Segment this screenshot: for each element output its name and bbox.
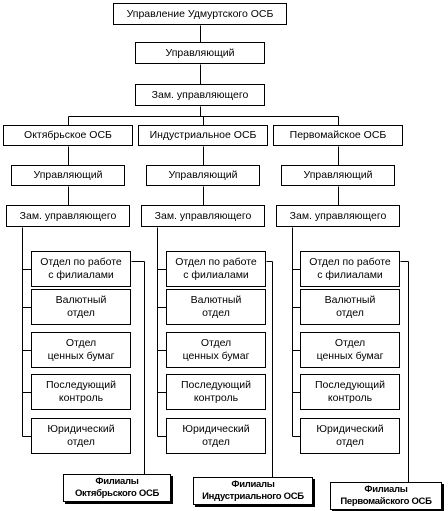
department-label-line: Последующий [181, 379, 251, 391]
department-label-line: отдел [336, 307, 364, 319]
branch-box-2: Первомайское ОСБ [273, 125, 403, 146]
department-label-line: Отдел по работе [309, 256, 391, 268]
branch-name: Индустриальное ОСБ [149, 129, 257, 141]
department-label-line: с филиалами [317, 269, 383, 281]
department-label-line: Юридический [316, 423, 384, 435]
department-label-line: ценных бумаг [182, 350, 250, 362]
branch-deputy-box-2: Зам. управляющего [276, 205, 400, 227]
filials-label-line: Индустриального ОСБ [202, 491, 304, 502]
department-label-line: Отдел [200, 337, 232, 349]
top-deputy-box: Зам. управляющего [135, 84, 265, 106]
department-label-line: контроль [193, 392, 239, 404]
filials-label-line: Филиалы [364, 484, 408, 495]
top-manager-label: Управляющий [165, 46, 235, 59]
top-manager-box: Управляющий [135, 42, 265, 64]
department-label-line: с филиалами [48, 269, 114, 281]
branch-manager-label: Управляющий [168, 169, 238, 181]
department-label-line: Последующий [315, 379, 385, 391]
department-label-line: отдел [336, 436, 364, 448]
department-label-line: Последующий [46, 379, 116, 391]
filials-label-line: Филиалы [231, 479, 275, 490]
department-label-line: ценных бумаг [47, 350, 115, 362]
branch-manager-box-0: Управляющий [11, 165, 125, 186]
branch-box-1: Индустриальное ОСБ [138, 125, 268, 146]
department-label-line: отдел [202, 436, 230, 448]
branch-name: Октябрьское ОСБ [24, 129, 112, 141]
department-label-line: отдел [67, 307, 95, 319]
branch-manager-box-2: Управляющий [281, 165, 395, 186]
department-label-line: Валютный [324, 294, 376, 306]
department-label-line: Юридический [182, 423, 250, 435]
department-label-line: отдел [202, 307, 230, 319]
branch-deputy-box-1: Зам. управляющего [141, 205, 265, 227]
department-label-line: Отдел [65, 337, 97, 349]
department-label-line: отдел [67, 436, 95, 448]
department-label-line: Отдел [334, 337, 366, 349]
branch-manager-box-1: Управляющий [146, 165, 260, 186]
filials-label-line: Октябрьского ОСБ [74, 488, 160, 499]
branch-deputy-label: Зам. управляющего [289, 209, 387, 222]
branch-box-0: Октябрьское ОСБ [3, 125, 133, 146]
filials-label-line: Первомайского ОСБ [340, 496, 432, 507]
department-label-line: Отдел по работе [175, 256, 257, 268]
department-label-line: Отдел по работе [40, 256, 122, 268]
branch-deputy-label: Зам. управляющего [154, 209, 252, 222]
root-title: Управление Удмуртского ОСБ [126, 7, 274, 20]
department-label-line: Юридический [47, 423, 115, 435]
filials-label-line: Филиалы [95, 476, 139, 487]
branch-manager-label: Управляющий [33, 169, 103, 181]
root-box: Управление Удмуртского ОСБ [113, 3, 287, 25]
top-deputy-label: Зам. управляющего [151, 88, 249, 101]
department-label-line: ценных бумаг [316, 350, 384, 362]
branch-deputy-label: Зам. управляющего [19, 209, 117, 222]
branch-manager-label: Управляющий [303, 169, 373, 181]
department-label-line: контроль [327, 392, 373, 404]
branch-name: Первомайское ОСБ [289, 129, 387, 141]
branch-deputy-box-0: Зам. управляющего [6, 205, 130, 227]
department-label-line: контроль [58, 392, 104, 404]
department-label-line: Валютный [190, 294, 242, 306]
department-label-line: с филиалами [183, 269, 249, 281]
department-label-line: Валютный [55, 294, 107, 306]
